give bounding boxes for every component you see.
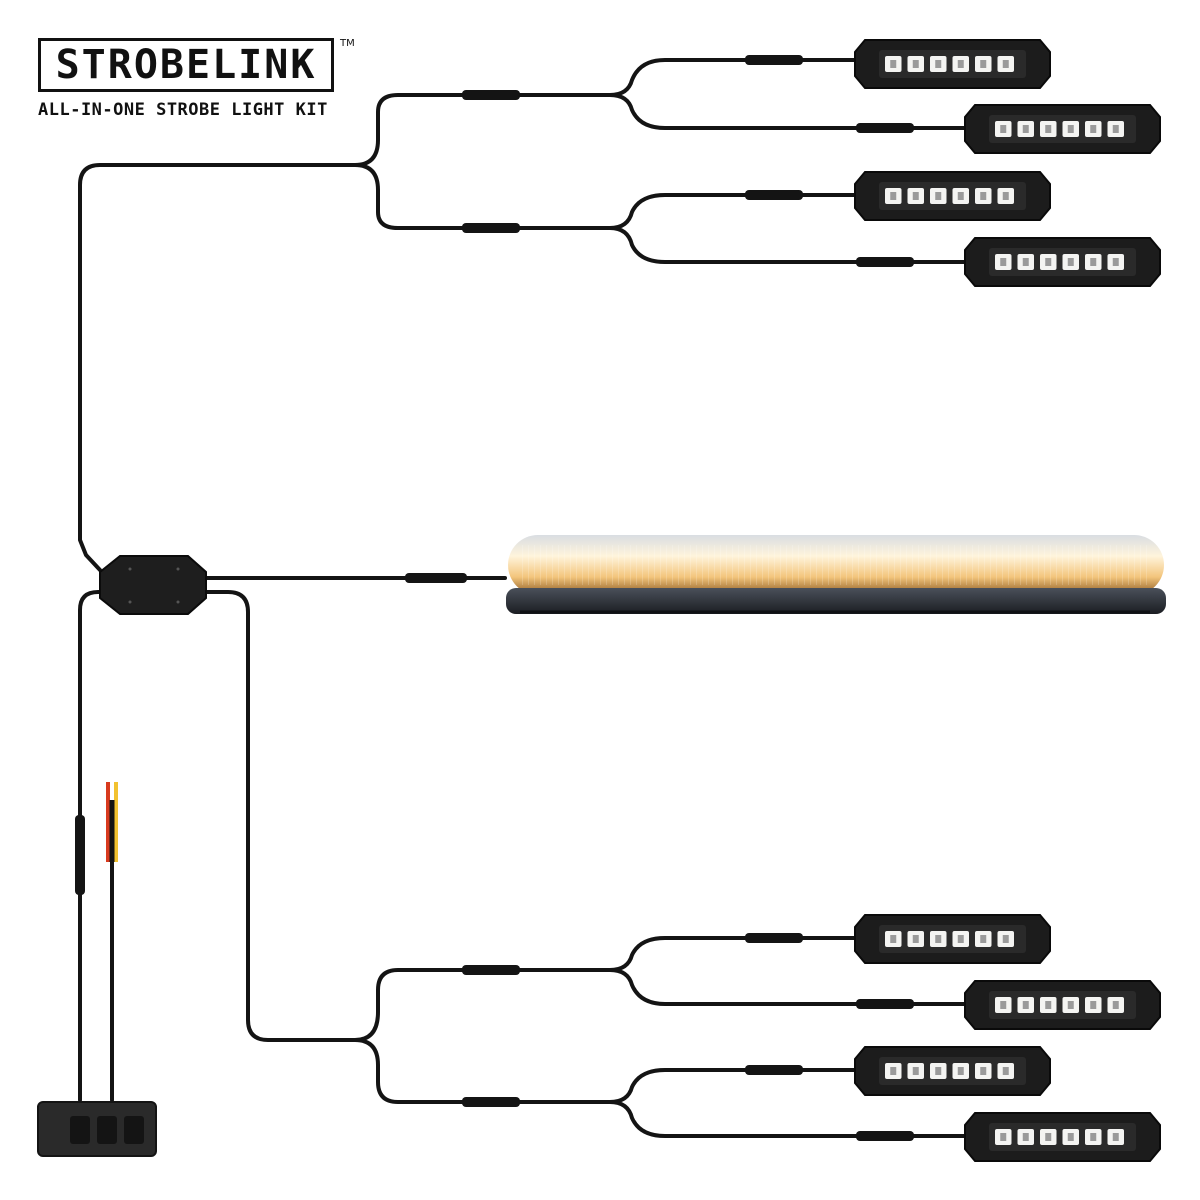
led-strobe-pod-icon	[854, 1046, 1051, 1096]
led-strobe-pod-icon	[964, 237, 1161, 287]
cable-top-branch-4	[608, 226, 967, 264]
led-strobe-pod-icon	[964, 104, 1161, 154]
cable-trunk-top	[78, 58, 857, 572]
cable-trunk-bottom	[193, 590, 857, 1042]
brand-logo: STROBELINK	[38, 38, 334, 92]
cable-bottom-branch-2	[608, 968, 967, 1006]
trademark-mark: TM	[340, 38, 355, 49]
controller-module-icon	[99, 555, 207, 615]
led-strobe-pod-icon	[854, 171, 1051, 221]
strobe-pods	[854, 39, 1161, 1162]
inline-connectors	[75, 55, 914, 1141]
brand-name: STROBELINK	[55, 42, 317, 88]
three-rocker-switch-icon	[37, 1101, 157, 1157]
led-strobe-pod-icon	[854, 39, 1051, 89]
led-strobe-pod-icon	[854, 914, 1051, 964]
led-strobe-pod-icon	[964, 980, 1161, 1030]
led-strobe-pod-icon	[964, 1112, 1161, 1162]
product-tagline: ALL-IN-ONE STROBE LIGHT KIT	[38, 100, 328, 120]
cable-to-switch	[78, 590, 117, 1102]
amber-light-bar-icon	[506, 535, 1166, 614]
power-wire-leads	[106, 782, 118, 862]
cable-top-branch-2	[608, 93, 967, 130]
cable-bottom-branch-4	[608, 1100, 967, 1138]
